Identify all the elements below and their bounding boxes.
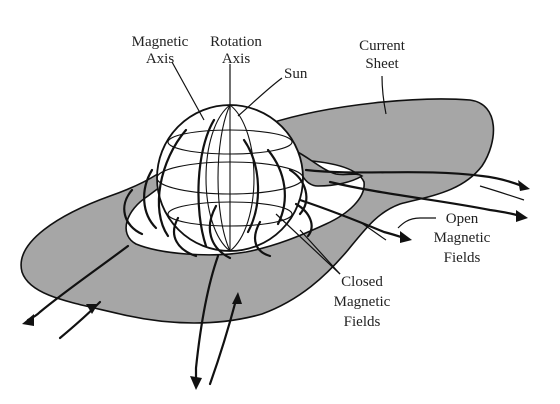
label-closed-fields-1: Closed — [341, 274, 383, 290]
label-current-sheet-2: Sheet — [365, 56, 399, 72]
label-closed-fields-2: Magnetic — [334, 294, 391, 310]
label-open-fields-2: Magnetic — [434, 230, 491, 246]
magnetic-axis-line — [171, 61, 205, 121]
closed-field-lines — [123, 118, 313, 260]
label-rotation-axis-2: Axis — [222, 51, 251, 67]
label-open-fields-1: Open — [446, 211, 479, 227]
axes — [171, 61, 231, 121]
label-magnetic-axis-1: Magnetic — [132, 34, 189, 50]
open-field-lines — [22, 168, 530, 390]
label-closed-fields-3: Fields — [344, 314, 381, 330]
label-rotation-axis-1: Rotation — [210, 34, 262, 50]
leader-lines — [237, 75, 436, 275]
label-open-fields-3: Fields — [444, 250, 481, 266]
sun-grid — [156, 104, 304, 252]
label-sun: Sun — [284, 66, 308, 82]
current-sheet-bulge — [292, 148, 364, 187]
label-current-sheet-1: Current — [359, 38, 406, 54]
label-magnetic-axis-2: Axis — [146, 51, 175, 67]
